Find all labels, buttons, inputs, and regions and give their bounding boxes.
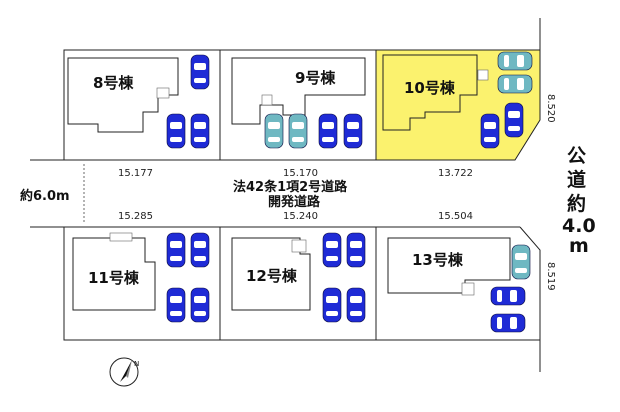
compass-arrow-icon	[120, 360, 132, 382]
car-icon	[288, 113, 308, 149]
car-icon	[480, 113, 500, 149]
car-icon	[346, 232, 366, 268]
dim-top-mid: 15.170	[283, 168, 318, 179]
car-icon	[190, 54, 210, 90]
building-10	[382, 54, 478, 131]
building-12	[231, 237, 311, 311]
building-11	[72, 237, 156, 311]
public-road-char-4: 4.0	[562, 215, 596, 237]
dim-side-top: 8.520	[545, 94, 556, 123]
car-icon	[346, 287, 366, 323]
car-icon	[343, 113, 363, 149]
car-icon	[490, 313, 526, 333]
road-width-label: 約6.0m	[20, 188, 70, 204]
lot-11-label: 11号棟	[88, 269, 140, 287]
car-icon	[166, 287, 186, 323]
car-icon	[264, 113, 284, 149]
car-icon	[166, 113, 186, 149]
building-9	[231, 57, 366, 125]
public-road-char-1: 公	[567, 145, 586, 167]
lot-13-label: 13号棟	[412, 251, 464, 269]
public-road-char-2: 道	[567, 168, 586, 191]
building-13	[387, 237, 511, 294]
compass: N	[109, 357, 139, 387]
car-icon	[166, 232, 186, 268]
building-8	[67, 57, 179, 133]
dim-bottom-right: 15.504	[438, 211, 473, 222]
parking-cars	[166, 51, 533, 333]
car-icon	[190, 113, 210, 149]
dim-bottom-mid: 15.240	[283, 211, 318, 222]
car-icon	[318, 113, 338, 149]
car-icon	[497, 74, 533, 94]
lot-10-label: 10号棟	[404, 79, 456, 97]
road-name: 法42条1項2号道路	[233, 179, 348, 195]
dim-top-right: 13.722	[438, 168, 473, 179]
car-icon	[322, 232, 342, 268]
car-icon	[511, 244, 531, 280]
top-lots-outline	[30, 49, 540, 161]
public-road-char-3: 約	[567, 192, 586, 215]
car-icon	[497, 51, 533, 71]
compass-north-label: N	[134, 360, 139, 368]
lot-12-label: 12号棟	[246, 267, 298, 285]
dim-top-left: 15.177	[118, 168, 153, 179]
dim-side-bottom: 8.519	[545, 262, 556, 291]
public-road-char-5: m	[569, 235, 589, 257]
car-icon	[490, 286, 526, 306]
car-icon	[190, 232, 210, 268]
road-type: 開発道路	[268, 194, 321, 210]
car-icon	[322, 287, 342, 323]
car-icon	[504, 102, 524, 138]
entrance-steps	[109, 69, 489, 296]
car-icon	[190, 287, 210, 323]
lot-8-label: 8号棟	[93, 74, 134, 92]
lot-9-label: 9号棟	[295, 69, 336, 87]
dim-bottom-left: 15.285	[118, 211, 153, 222]
